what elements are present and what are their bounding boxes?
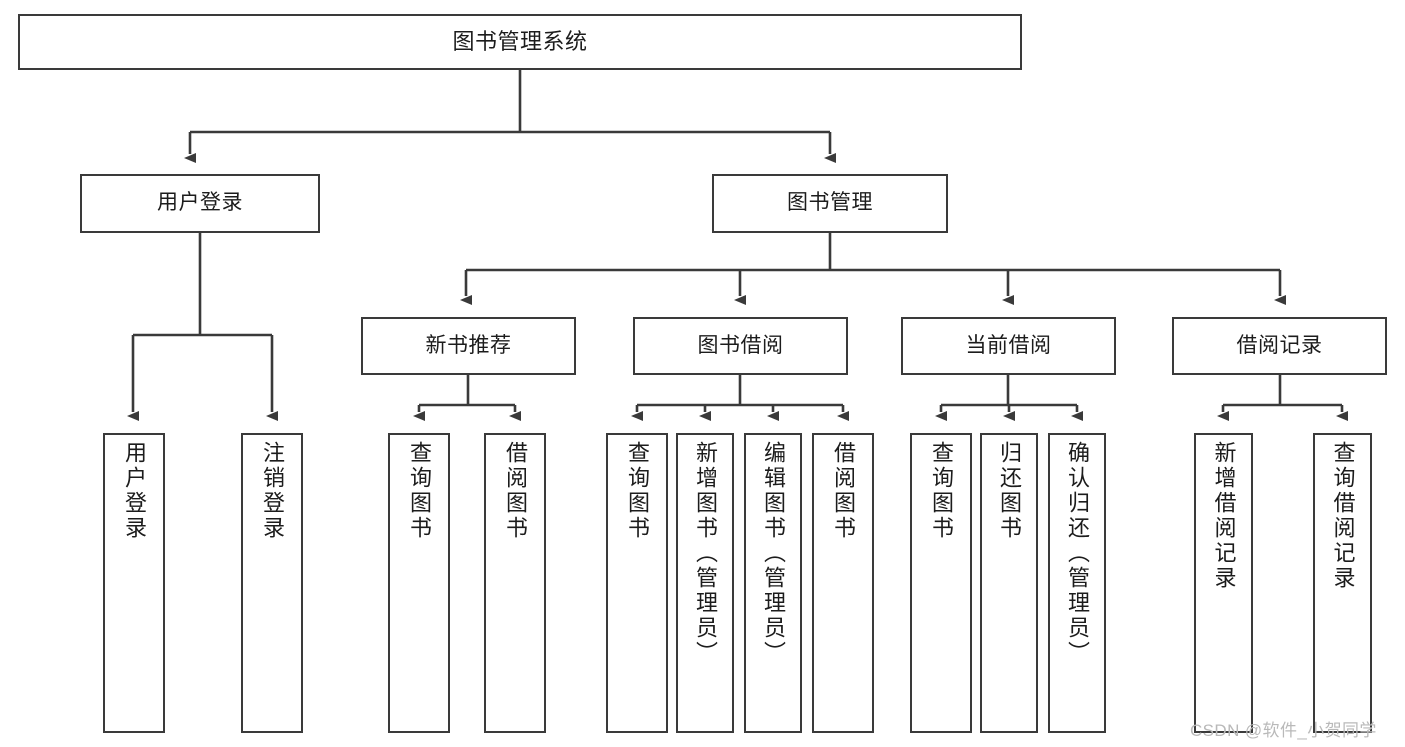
node-current-borrow[interactable]: 当前借阅 [901, 317, 1116, 375]
node-leaf-edit-book[interactable]: 编辑图书（管理员） [744, 433, 802, 733]
node-leaf-add-book-label: 新增图书（管理员） [693, 441, 718, 666]
node-leaf-borrow-book-2[interactable]: 借阅图书 [812, 433, 874, 733]
node-book-manage-label: 图书管理 [787, 191, 873, 215]
node-new-book-recommend-label: 新书推荐 [425, 333, 512, 357]
node-user-login-label: 用户登录 [157, 191, 243, 215]
node-leaf-borrow-book-2-label: 借阅图书 [831, 441, 856, 541]
node-borrow-record-label: 借阅记录 [1236, 333, 1323, 357]
node-book-manage[interactable]: 图书管理 [712, 174, 948, 233]
node-leaf-query-record[interactable]: 查询借阅记录 [1313, 433, 1372, 733]
node-leaf-query-book-1-label: 查询图书 [407, 441, 432, 541]
node-leaf-query-record-label: 查询借阅记录 [1330, 441, 1356, 591]
node-leaf-confirm-return-label: 确认归还（管理员） [1065, 441, 1090, 666]
node-leaf-query-book-3[interactable]: 查询图书 [910, 433, 972, 733]
node-leaf-add-book[interactable]: 新增图书（管理员） [676, 433, 734, 733]
node-book-borrow[interactable]: 图书借阅 [633, 317, 848, 375]
node-leaf-borrow-book-1-label: 借阅图书 [503, 441, 528, 541]
node-leaf-add-record-label: 新增借阅记录 [1211, 441, 1237, 591]
node-leaf-return-book[interactable]: 归还图书 [980, 433, 1038, 733]
node-root-label: 图书管理系统 [452, 28, 588, 54]
node-leaf-query-book-1[interactable]: 查询图书 [388, 433, 450, 733]
node-leaf-query-book-2[interactable]: 查询图书 [606, 433, 668, 733]
node-leaf-edit-book-label: 编辑图书（管理员） [761, 441, 786, 666]
node-leaf-return-book-label: 归还图书 [997, 441, 1022, 541]
node-leaf-confirm-return[interactable]: 确认归还（管理员） [1048, 433, 1106, 733]
node-leaf-user-login-label: 用户登录 [122, 441, 147, 541]
csdn-watermark: CSDN @软件_小贺同学 [1190, 721, 1377, 740]
node-user-login[interactable]: 用户登录 [80, 174, 320, 233]
node-leaf-user-logout[interactable]: 注销登录 [241, 433, 303, 733]
node-leaf-add-record[interactable]: 新增借阅记录 [1194, 433, 1253, 733]
node-leaf-query-book-2-label: 查询图书 [625, 441, 650, 541]
node-leaf-user-logout-label: 注销登录 [260, 441, 285, 541]
node-leaf-user-login[interactable]: 用户登录 [103, 433, 165, 733]
node-book-borrow-label: 图书借阅 [697, 333, 784, 357]
node-leaf-query-book-3-label: 查询图书 [929, 441, 954, 541]
node-leaf-borrow-book-1[interactable]: 借阅图书 [484, 433, 546, 733]
node-root[interactable]: 图书管理系统 [18, 14, 1022, 70]
node-current-borrow-label: 当前借阅 [965, 333, 1052, 357]
node-new-book-recommend[interactable]: 新书推荐 [361, 317, 576, 375]
node-borrow-record[interactable]: 借阅记录 [1172, 317, 1387, 375]
